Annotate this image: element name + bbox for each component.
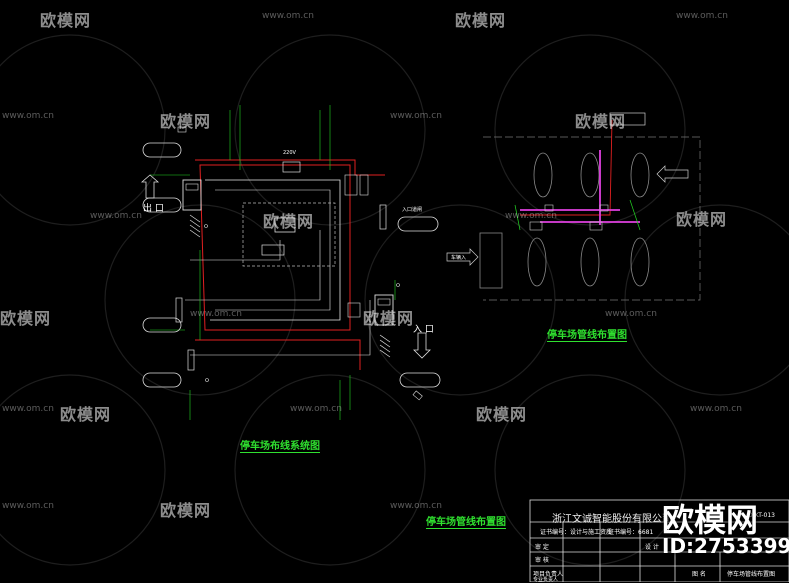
parking-layout-plan xyxy=(446,112,701,301)
title-block-drawing-name: 停车场管线布置图 xyxy=(727,571,776,578)
watermark-url: www.om.cn xyxy=(390,501,442,511)
white-wire-1 xyxy=(205,179,341,321)
device-bubbles xyxy=(142,142,441,388)
camera-exit xyxy=(177,126,187,133)
title-block-drawing-name-label: 图 名 xyxy=(692,571,706,578)
red-wire-upper xyxy=(195,159,385,176)
entry-arrow xyxy=(413,332,431,359)
watermark-url: www.om.cn xyxy=(290,404,342,414)
title-block-drawing-code: D-KT-013 xyxy=(748,512,775,519)
control-cabinet-outline xyxy=(242,202,336,267)
watermark-url: www.om.cn xyxy=(390,111,442,121)
exit-arrow xyxy=(140,174,160,199)
layout-plan-title-bottom: 停车场管线布置图 xyxy=(426,513,506,529)
plan-border xyxy=(483,136,701,301)
watermark-brand: 欧模网 xyxy=(476,405,528,424)
white-wire-3 xyxy=(190,240,281,261)
watermark-url: www.om.cn xyxy=(2,404,54,414)
entry-ticket-machine xyxy=(374,294,394,326)
white-wire-5 xyxy=(190,300,371,356)
title-block-row: 项目负责人 xyxy=(533,571,564,578)
camera-entry xyxy=(412,390,423,401)
layout-device-boxes xyxy=(529,204,609,231)
car-entry-label: 车辆入 xyxy=(451,255,467,261)
detector-symbols xyxy=(204,174,400,382)
layout-red-line xyxy=(520,119,613,216)
watermark-url: www.om.cn xyxy=(2,111,54,121)
lower-barrier xyxy=(187,349,195,371)
layout-plan-title: 停车场管线布置图 xyxy=(547,326,627,342)
wiring-system-diagram xyxy=(140,105,441,420)
exit-ticket-machine xyxy=(182,179,202,211)
watermark-brand: 欧模网 xyxy=(160,501,212,520)
green-leader-lines xyxy=(150,105,396,420)
brand-overlay-name: 欧模网 xyxy=(662,501,759,539)
ramp-stripes xyxy=(189,214,391,358)
entry-barrier xyxy=(379,204,387,230)
island-ellipses xyxy=(527,152,650,287)
watermark-url: www.om.cn xyxy=(505,211,557,221)
title-block-row: 专业负责人 xyxy=(533,577,559,583)
printer-box xyxy=(261,244,285,256)
title-block-company: 浙江文诚智能股份有限公司 xyxy=(552,514,672,525)
control-computer xyxy=(274,217,296,233)
title-block-design-label: 设 计 xyxy=(645,544,659,551)
red-wire-lower xyxy=(195,339,361,370)
title-block xyxy=(529,499,789,582)
watermark-brand: 欧模网 xyxy=(676,210,728,229)
watermark-url: www.om.cn xyxy=(690,404,742,414)
white-wire-2 xyxy=(215,189,331,311)
entry-lane-label: 入口道闸 xyxy=(402,207,423,213)
watermark-brand: 欧模网 xyxy=(575,112,627,131)
white-wire-4 xyxy=(185,230,321,301)
system-diagram-title: 停车场布线系统图 xyxy=(240,437,320,453)
watermark-brand: 欧模网 xyxy=(60,405,112,424)
island-parking-strip xyxy=(479,232,503,289)
watermark-brand: 欧模网 xyxy=(160,112,212,131)
watermark-brand: 欧模网 xyxy=(455,11,507,30)
title-block-cert-no: 证书编号：6681 xyxy=(608,529,654,536)
exit-barrier xyxy=(175,297,183,323)
watermark-brand: 欧模网 xyxy=(0,309,52,328)
watermark-url: www.om.cn xyxy=(262,11,314,21)
watermark-url: www.om.cn xyxy=(2,501,54,511)
title-block-row: 审 定 xyxy=(535,544,549,551)
car-entry-arrow xyxy=(446,248,479,266)
title-block-row: 审 核 xyxy=(535,557,549,564)
guard-booth xyxy=(609,112,646,126)
title-block-cert-label: 证书编号：设计与施工资质 xyxy=(540,529,613,536)
watermark-brand: 欧模网 xyxy=(363,309,415,328)
watermark-url: www.om.cn xyxy=(676,11,728,21)
exit-label: 出 口 xyxy=(143,204,164,214)
layout-green-lines xyxy=(514,199,641,231)
watermark-url: www.om.cn xyxy=(90,211,142,221)
car-exit-arrow xyxy=(656,165,689,183)
watermark-brand: 欧模网 xyxy=(263,212,315,231)
watermark-brand: 欧模网 xyxy=(40,11,92,30)
watermark-url: www.om.cn xyxy=(605,309,657,319)
entry-label: 入 口 xyxy=(413,325,434,335)
brand-overlay-id: ID:2753399 xyxy=(662,534,789,558)
voltage-label: 220V xyxy=(283,150,296,156)
watermark-url: www.om.cn xyxy=(190,309,242,319)
power-box xyxy=(282,161,301,173)
